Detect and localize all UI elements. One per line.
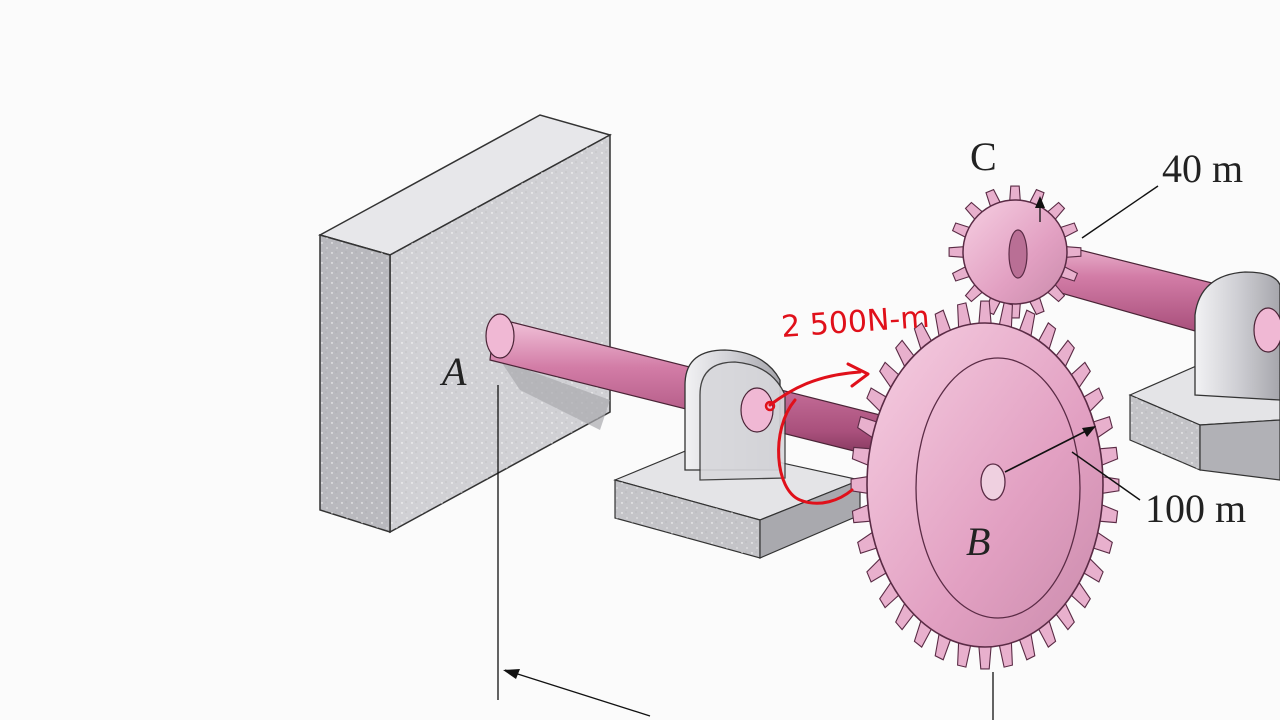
bearing-left	[684, 349, 786, 481]
torque-annotation-text: 2 500N-m	[780, 300, 930, 345]
fixed-wall	[318, 114, 612, 534]
gear-b-radius-label: 100 m	[1145, 486, 1246, 531]
label-c: C	[970, 134, 997, 179]
bearing-base-left	[613, 444, 863, 559]
label-a: A	[439, 349, 467, 394]
gear-b	[850, 300, 1120, 670]
gear-c-radius-label: 40 m	[1162, 146, 1243, 191]
label-b: B	[966, 519, 990, 564]
radius-b-arrow	[1004, 426, 1141, 501]
radius-c-leader	[1035, 185, 1159, 239]
dimension-lines	[497, 385, 994, 720]
gear-c	[948, 185, 1082, 319]
bearing-right	[1194, 271, 1280, 401]
